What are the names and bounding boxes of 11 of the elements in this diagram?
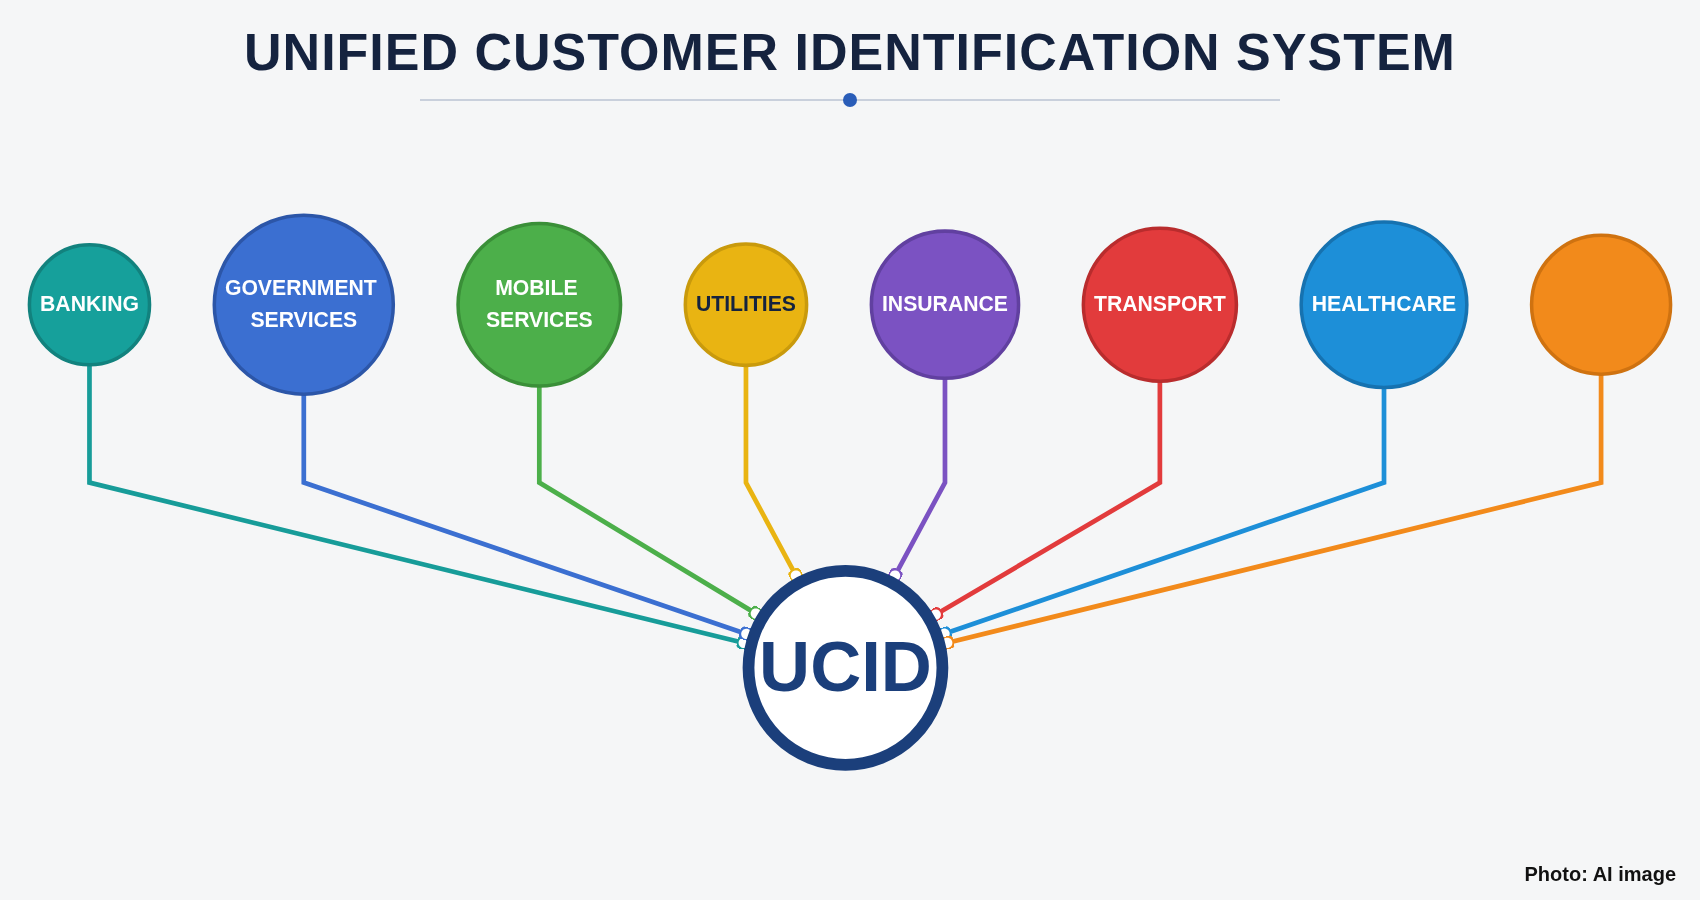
node-circle: GOVERNMENT SERVICES bbox=[212, 213, 396, 396]
node-circle: TRANSPORT bbox=[1081, 226, 1239, 384]
photo-credit: Photo: AI image bbox=[1524, 863, 1676, 886]
node-circle: MOBILE SERVICES bbox=[456, 221, 623, 388]
node-circle bbox=[1529, 233, 1673, 376]
title: UNIFIED CUSTOMER IDENTIFICATION SYSTEM bbox=[244, 22, 1456, 82]
node-circle: BANKING bbox=[27, 242, 152, 367]
node-circle: INSURANCE bbox=[869, 229, 1021, 381]
node-circle: HEALTHCARE bbox=[1299, 220, 1469, 390]
node-circle: UCID bbox=[742, 564, 949, 771]
node-circle: UTILITIES bbox=[683, 242, 809, 368]
